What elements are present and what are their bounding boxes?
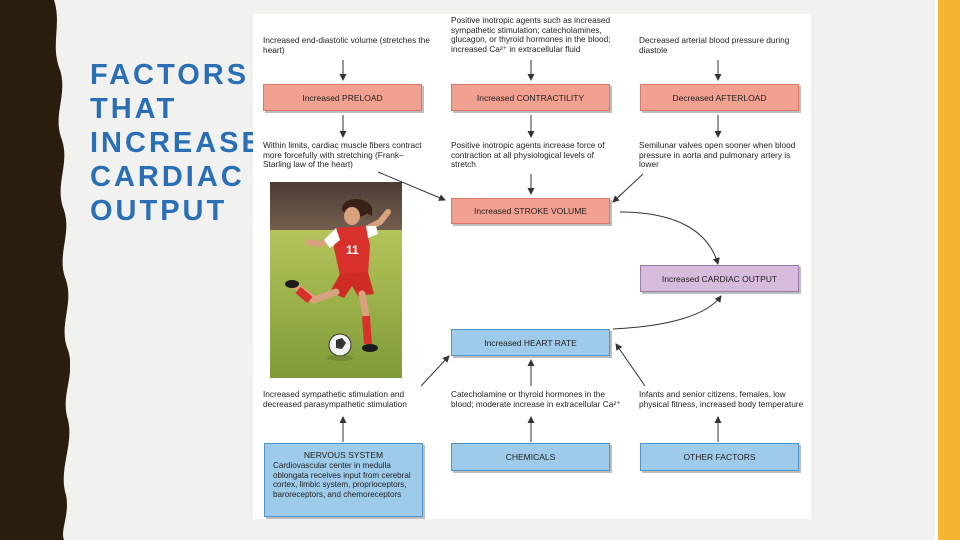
slide-title: FACTORS THAT INCREASE CARDIAC OUTPUT (90, 59, 264, 227)
box-decreased-afterload: Decreased AFTERLOAD (640, 84, 799, 111)
box-chemicals: CHEMICALS (451, 443, 610, 471)
arrow-sv-to-co (619, 211, 720, 265)
right-accent-strip (935, 0, 960, 540)
box-increased-contractility: Increased CONTRACTILITY (451, 84, 610, 111)
nervous-system-title: NERVOUS SYSTEM (303, 450, 384, 460)
box-increased-stroke-volume: Increased STROKE VOLUME (451, 198, 610, 224)
note-catecholamine-thyroid: Catecholamine or thyroid hormones in the… (451, 389, 621, 409)
right-strip-divider (935, 0, 938, 540)
note-decreased-arterial-pressure: Decreased arterial blood pressure during… (639, 35, 790, 55)
arrow-hr-to-co (612, 295, 722, 330)
box-other-factors: OTHER FACTORS (640, 443, 799, 471)
soccer-player-photo: 11 (270, 182, 402, 378)
box-nervous-system: NERVOUS SYSTEM Cardiovascular center in … (264, 443, 423, 517)
left-decor-band (0, 0, 70, 540)
note-end-diastolic-volume: Increased end-diastolic volume (stretche… (263, 35, 430, 55)
diagram-arrows (339, 60, 722, 442)
note-sympathetic-stimulation: Increased sympathetic stimulation and de… (263, 389, 407, 409)
note-frank-starling: Within limits, cardiac muscle fibers con… (263, 140, 422, 170)
box-increased-cardiac-output: Increased CARDIAC OUTPUT (640, 265, 799, 292)
jersey-number: 11 (346, 243, 359, 257)
box-increased-preload: Increased PRELOAD (263, 84, 422, 111)
nervous-system-description: Cardiovascular center in medulla oblonga… (273, 461, 411, 499)
arrow-other-note-to-hr (615, 343, 646, 387)
cardiac-output-diagram: Increased end-diastolic volume (stretche… (253, 14, 811, 519)
box-increased-heart-rate: Increased HEART RATE (451, 329, 610, 356)
note-semilunar-valves: Semilunar valves open sooner when blood … (639, 140, 796, 170)
arrow-sympathetic-to-hr (420, 355, 450, 387)
note-other-factors: Infants and senior citizens, females, lo… (639, 389, 804, 409)
arrow-frank-starling-to-sv (377, 171, 446, 201)
note-inotropic-force: Positive inotropic agents increase force… (451, 140, 605, 170)
note-positive-inotropic-agents: Positive inotropic agents such as increa… (451, 15, 611, 54)
arrow-valves-to-sv (612, 173, 644, 203)
